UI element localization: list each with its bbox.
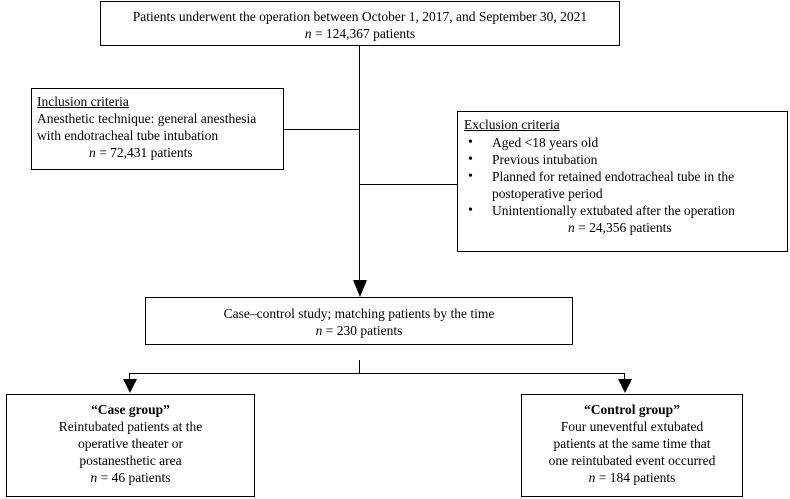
- inclusion-count-value: = 72,431 patients: [95, 145, 193, 160]
- control-group-box: “Control group” Four uneventful extubate…: [521, 394, 743, 497]
- control-group-line: one reintubated event occurred: [548, 453, 716, 468]
- top-count-value: = 124,367 patients: [311, 26, 416, 41]
- inclusion-count-n: n: [89, 145, 96, 160]
- connector-to-inclusion: [283, 129, 360, 131]
- top-count: n = 124,367 patients: [101, 25, 619, 42]
- top-description: Patients underwent the operation between…: [132, 9, 588, 24]
- control-group-line: Four uneventful extubated: [560, 419, 704, 434]
- inclusion-criteria-box: Inclusion criteria Anesthetic technique:…: [31, 88, 284, 170]
- exclusion-count-n: n: [568, 220, 575, 235]
- connector-top-vertical: [359, 45, 361, 295]
- exclusion-item: Aged <18 years old: [464, 134, 781, 151]
- exclusion-count-value: = 24,356 patients: [574, 220, 672, 235]
- exclusion-item: Unintentionally extubated after the oper…: [464, 202, 781, 219]
- inclusion-title: Inclusion criteria: [37, 94, 129, 109]
- control-group-title: “Control group”: [584, 402, 680, 417]
- top-count-n: n: [304, 26, 312, 41]
- connector-horizontal-split: [129, 373, 625, 375]
- control-group-count-n: n: [588, 470, 596, 485]
- exclusion-item: Planned for retained endotracheal tube i…: [464, 168, 781, 202]
- connector-study-down: [359, 360, 361, 374]
- connector-to-exclusion: [359, 184, 458, 186]
- case-group-count-value: = 46 patients: [97, 470, 171, 485]
- top-patients-box: Patients underwent the operation between…: [100, 1, 620, 46]
- exclusion-item: Previous intubation: [464, 151, 781, 168]
- inclusion-line-2: with endotracheal tube intubation: [37, 128, 219, 143]
- case-group-count-n: n: [90, 470, 98, 485]
- control-group-line: patients at the same time that: [553, 436, 711, 451]
- case-group-box: “Case group” Reintubated patients at the…: [6, 394, 255, 497]
- inclusion-count: n = 72,431 patients: [37, 144, 278, 161]
- study-description: Case–control study; matching patients by…: [223, 306, 495, 321]
- exclusion-criteria-box: Exclusion criteria Aged <18 years old Pr…: [457, 111, 788, 252]
- exclusion-count: n = 24,356 patients: [464, 219, 781, 236]
- case-group-line: postanesthetic area: [79, 453, 182, 468]
- exclusion-title: Exclusion criteria: [464, 117, 560, 132]
- case-group-count: n = 46 patients: [7, 469, 254, 486]
- arrow-down-to-control: [618, 379, 632, 393]
- control-group-count-value: = 184 patients: [595, 470, 676, 485]
- arrow-down-to-case: [123, 379, 137, 393]
- study-count: n = 230 patients: [146, 322, 572, 339]
- case-group-line: operative theater or: [78, 436, 183, 451]
- study-count-n: n: [315, 323, 323, 338]
- case-group-line: Reintubated patients at the: [58, 419, 203, 434]
- arrow-down-to-study: [353, 280, 367, 297]
- study-count-value: = 230 patients: [322, 323, 403, 338]
- case-control-study-box: Case–control study; matching patients by…: [145, 297, 573, 345]
- inclusion-line-1: Anesthetic technique: general anesthesia: [37, 111, 257, 126]
- case-group-title: “Case group”: [91, 402, 170, 417]
- control-group-count: n = 184 patients: [522, 469, 742, 486]
- exclusion-list: Aged <18 years old Previous intubation P…: [464, 134, 781, 219]
